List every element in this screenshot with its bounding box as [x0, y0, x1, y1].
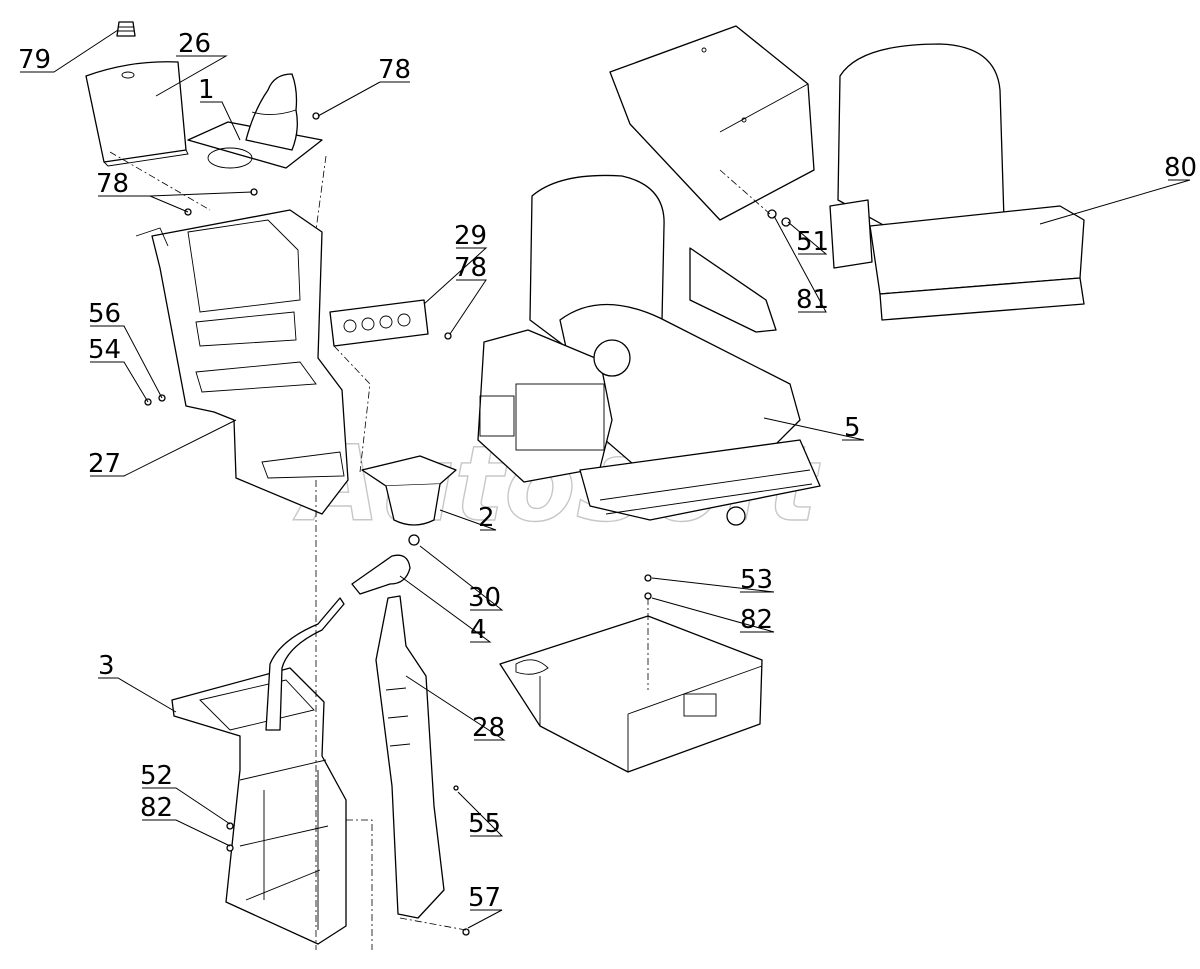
part-3-frame [171, 597, 347, 945]
callout-57: 57 [468, 883, 501, 913]
part-4-lever-handle [351, 534, 420, 595]
part-2-cup-holder [361, 455, 457, 526]
callout-54: 54 [88, 335, 121, 365]
seat-base-box [499, 615, 763, 773]
callout-82-left: 82 [140, 793, 173, 823]
callout-78-top: 78 [378, 55, 411, 85]
callout-2: 2 [478, 503, 495, 533]
part-27-console [135, 209, 349, 515]
assembly-lines [109, 151, 771, 950]
part-1-gear-boot [187, 73, 323, 169]
callout-30: 30 [468, 583, 501, 613]
fasteners [144, 112, 791, 936]
part-80-seat-cushion [829, 43, 1085, 321]
callout-4: 4 [470, 615, 487, 645]
callout-81: 81 [796, 285, 829, 315]
callout-26: 26 [178, 29, 211, 59]
callout-27: 27 [88, 449, 121, 479]
seat-support-plate [609, 25, 815, 221]
part-28-side-panel [375, 595, 445, 919]
callout-53: 53 [740, 565, 773, 595]
callout-3: 3 [98, 651, 115, 681]
part-5-operator-seat [477, 174, 821, 526]
callout-5: 5 [844, 413, 861, 443]
callout-56: 56 [88, 299, 121, 329]
callout-52: 52 [140, 761, 173, 791]
callout-1: 1 [198, 75, 215, 105]
leader-lines [20, 29, 1191, 929]
callout-29: 29 [454, 221, 487, 251]
callout-51: 51 [796, 227, 829, 257]
callout-79: 79 [18, 45, 51, 75]
callout-labels: 79 26 1 78 78 29 78 56 54 27 5 2 30 4 3 … [18, 29, 1197, 913]
callout-28: 28 [472, 713, 505, 743]
part-26-cover-panel [85, 61, 189, 167]
part-79-knob [116, 21, 136, 37]
callout-78-panel: 78 [454, 253, 487, 283]
callout-78-left: 78 [96, 169, 129, 199]
callout-55: 55 [468, 809, 501, 839]
callout-82-right: 82 [740, 605, 773, 635]
callout-80: 80 [1164, 153, 1197, 183]
part-29-switch-panel [329, 299, 429, 347]
